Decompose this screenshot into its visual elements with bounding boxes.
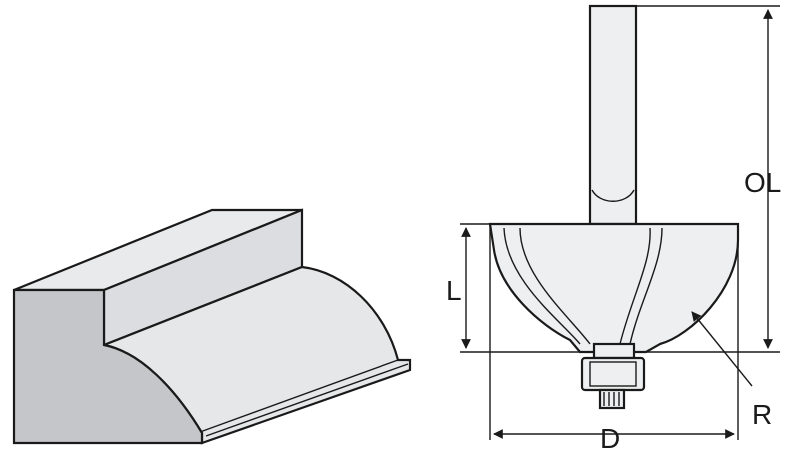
router-bit-illustration [488, 4, 740, 410]
bit-cutter-body [488, 222, 740, 354]
bit-bearing [580, 356, 646, 392]
moulding-profile-face [12, 288, 204, 445]
bit-shank [588, 4, 638, 226]
d-label: D [600, 423, 620, 454]
bit-bearing-collar [592, 342, 636, 360]
r-label: R [752, 399, 772, 430]
r-pointer-arrow [691, 311, 753, 387]
moulding-profile-illustration [12, 208, 412, 445]
bit-bearing-screw [598, 388, 626, 410]
dimension-lines [460, 5, 780, 440]
ol-label: OL [744, 167, 781, 198]
l-label: L [446, 275, 462, 306]
